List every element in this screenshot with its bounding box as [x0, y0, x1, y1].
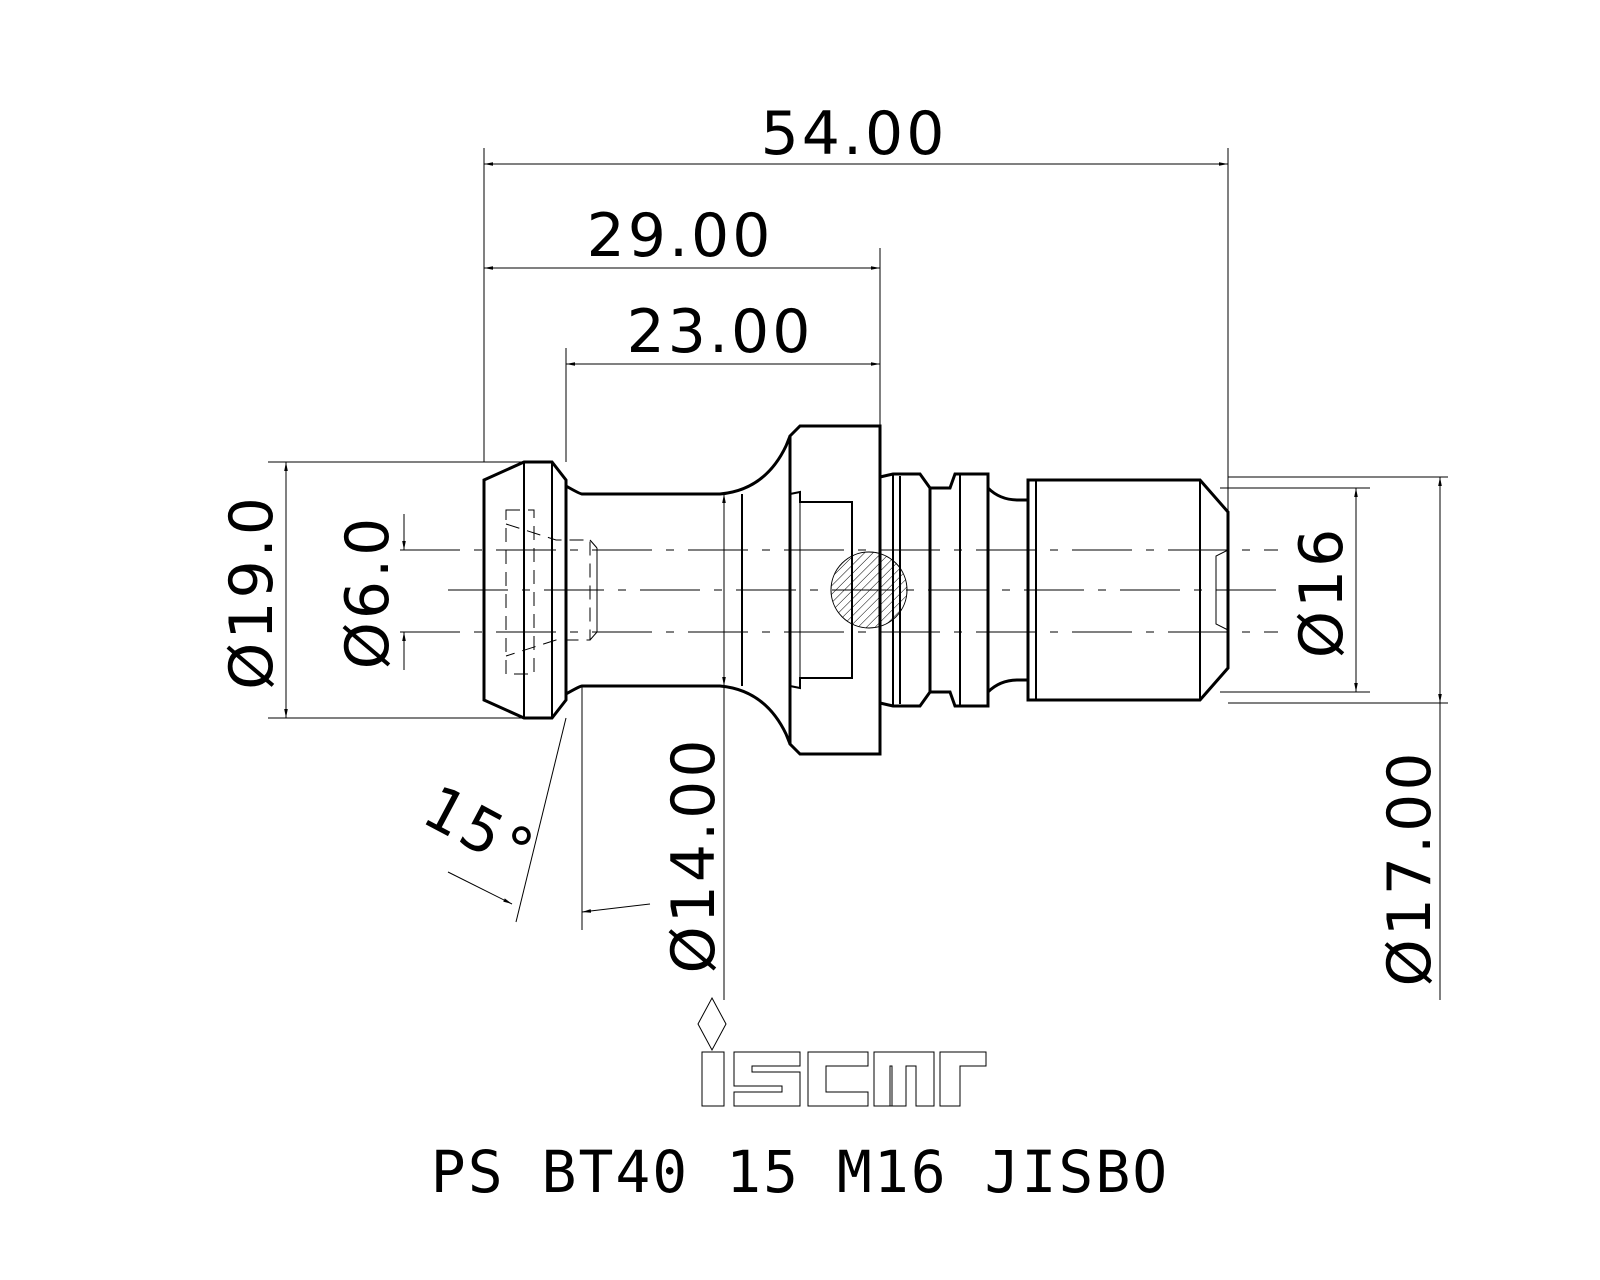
- part-caption: PS BT40 15 M16 JISBO: [431, 1138, 1169, 1206]
- center-lines: [400, 549, 1278, 633]
- pull-stud-part: [482, 424, 1230, 756]
- taper-angle-label: 15°: [412, 772, 547, 888]
- thread-diameter-label: Ø16: [1287, 526, 1357, 659]
- length-to-flange-label: 29.00: [587, 201, 774, 271]
- bore-diameter-label: Ø6.0: [333, 515, 403, 670]
- dimension-lines: [284, 162, 1442, 913]
- head-diameter-label: Ø19.0: [217, 494, 287, 690]
- neck-diameter-label: Ø14.00: [659, 737, 729, 974]
- dimension-labels: 54.00 29.00 23.00 Ø19.0 Ø6.0 Ø16 Ø14.00 …: [217, 99, 1445, 987]
- shank-length-label: 23.00: [627, 297, 814, 367]
- overall-length-label: 54.00: [761, 99, 948, 169]
- extension-lines: [268, 148, 1448, 1000]
- flange-diameter-label: Ø17.00: [1375, 750, 1445, 987]
- iscar-logo-icon: [697, 996, 987, 1107]
